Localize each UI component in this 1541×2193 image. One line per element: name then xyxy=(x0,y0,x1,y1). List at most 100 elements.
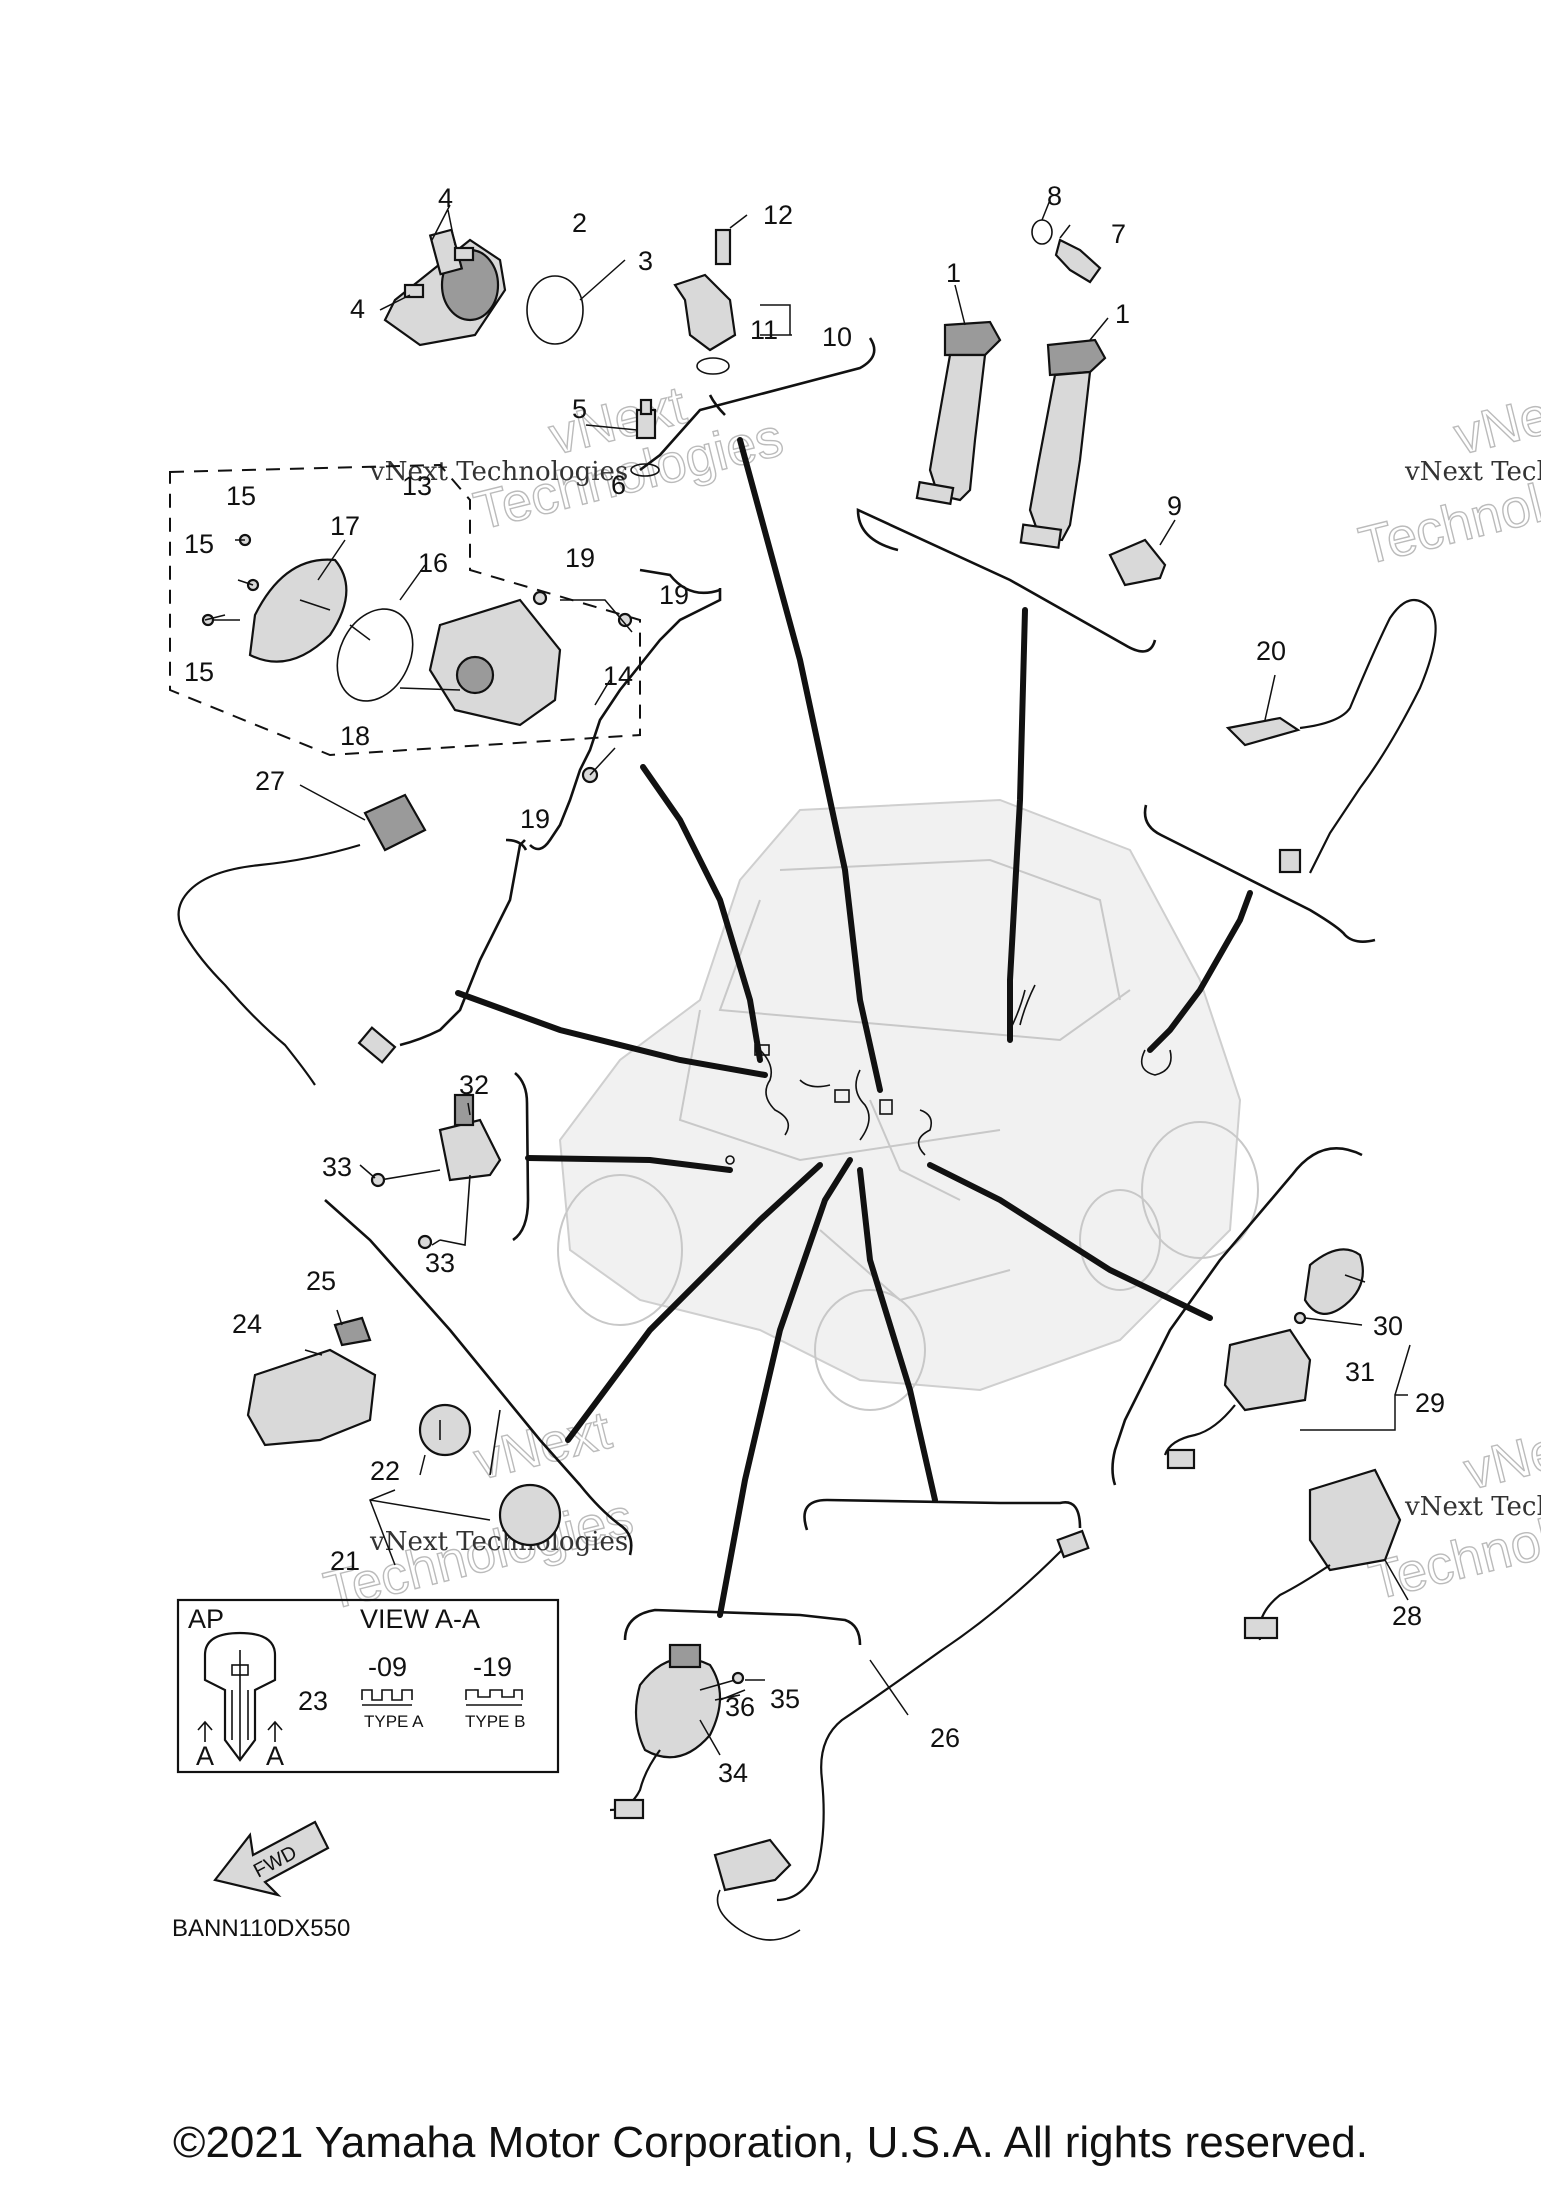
part-numbers: 1 1 2 3 4 4 5 6 7 8 9 10 11 12 13 14 15 … xyxy=(184,181,1445,1788)
type-b-profile xyxy=(465,1689,523,1706)
type-a-label: TYPE A xyxy=(364,1712,424,1731)
part-label-28: 28 xyxy=(1392,1601,1422,1631)
part-cam-sensor-10[interactable] xyxy=(673,228,737,375)
part-sensor-2[interactable] xyxy=(383,228,584,347)
watermark-small-4: vNext Technologies xyxy=(1404,1492,1541,1522)
watermark-large-5: vNext xyxy=(468,1400,616,1492)
part-relay-32[interactable] xyxy=(370,1093,502,1250)
inset-tag: AP xyxy=(188,1604,224,1634)
part-label-22: 22 xyxy=(370,1456,400,1486)
line-coils xyxy=(1007,607,1028,1043)
bracket-o2-right xyxy=(1143,804,1376,943)
line-34 xyxy=(717,1157,853,1618)
part-sensor-34[interactable] xyxy=(609,1643,745,1820)
part-label-9: 9 xyxy=(1167,491,1182,521)
part-label-19: 19 xyxy=(520,804,550,834)
line-27 xyxy=(455,990,768,1078)
part-label-1: 1 xyxy=(1115,299,1130,329)
diagram-code: BANN110DX550 xyxy=(172,1915,350,1942)
part-main-switch-24[interactable] xyxy=(246,1316,377,1447)
group-brackets xyxy=(324,337,1376,1646)
part-o2-sensor-20[interactable] xyxy=(1225,598,1437,874)
type-b-label: TYPE B xyxy=(465,1712,525,1731)
part-label-15: 15 xyxy=(184,657,214,687)
part-label-15: 15 xyxy=(184,529,214,559)
part-regulator-29[interactable] xyxy=(1163,1248,1364,1470)
key-inset-box: AP VIEW A-A -09 -19 A A TYPE A TYPE B xyxy=(176,1598,560,1774)
part-label-30: 30 xyxy=(1373,1311,1403,1341)
part-label-5: 5 xyxy=(572,394,587,424)
inset-view-title: VIEW A-A xyxy=(360,1604,480,1634)
part-label-3: 3 xyxy=(638,246,653,276)
line-29 xyxy=(927,1162,1213,1321)
part-key-cylinder-21[interactable] xyxy=(418,1403,562,1547)
key-icon xyxy=(203,1631,277,1762)
bracket-left-top xyxy=(639,568,721,595)
bracket-key xyxy=(324,1199,633,1556)
bracket-left-27 xyxy=(399,839,526,1047)
part-label-36: 36 xyxy=(725,1692,755,1722)
part-label-32: 32 xyxy=(459,1070,489,1100)
part-ignition-coil-1b[interactable] xyxy=(1019,338,1107,549)
bracket-relay-32 xyxy=(512,1072,530,1242)
bracket-26 xyxy=(803,1498,1082,1531)
part-label-1: 1 xyxy=(946,258,961,288)
part-rectifier-28[interactable] xyxy=(1243,1468,1402,1641)
part-label-33: 33 xyxy=(425,1248,455,1278)
watermark-large-7: vNext xyxy=(1458,1410,1541,1502)
part-label-29: 29 xyxy=(1415,1388,1445,1418)
watermark-small-1: vNext Technologies xyxy=(369,457,628,487)
part-label-19: 19 xyxy=(565,543,595,573)
bracket-right-29 xyxy=(1111,1147,1363,1486)
inset-variant-b: -19 xyxy=(473,1652,512,1682)
part-label-7: 7 xyxy=(1111,219,1126,249)
part-label-23: 23 xyxy=(298,1686,328,1716)
type-a-profile xyxy=(361,1689,413,1706)
part-label-8: 8 xyxy=(1047,181,1062,211)
bracket-coils xyxy=(856,507,1157,653)
section-mark-left: A xyxy=(196,1741,214,1771)
part-sensor-5[interactable] xyxy=(630,398,660,477)
part-label-4: 4 xyxy=(438,183,453,213)
part-label-16: 16 xyxy=(418,548,448,578)
part-label-35: 35 xyxy=(770,1684,800,1714)
inset-variant-a: -09 xyxy=(368,1652,407,1682)
watermark-small-2: vNext Technologies xyxy=(1404,457,1541,487)
part-speed-sensor-26[interactable] xyxy=(713,1529,1090,1941)
part-label-20: 20 xyxy=(1256,636,1286,666)
part-label-34: 34 xyxy=(718,1758,748,1788)
part-sensor-27[interactable] xyxy=(177,793,427,1086)
section-mark-right: A xyxy=(266,1741,284,1771)
part-ignition-coil-1a[interactable] xyxy=(915,320,1002,506)
part-label-18: 18 xyxy=(340,721,370,751)
copyright-notice: ©2021 Yamaha Motor Corporation, U.S.A. A… xyxy=(173,2118,1368,2167)
part-label-13: 13 xyxy=(402,471,432,501)
part-label-11: 11 xyxy=(750,315,778,345)
part-label-24: 24 xyxy=(232,1309,262,1339)
part-label-10: 10 xyxy=(822,322,852,352)
fwd-arrow: FWD xyxy=(213,1820,330,1897)
bracket-top-center xyxy=(639,337,876,472)
part-label-27: 27 xyxy=(255,766,285,796)
watermark-large-3: vNext xyxy=(1448,375,1541,467)
leader-lines xyxy=(204,199,1411,1756)
line-left-top xyxy=(640,764,763,1063)
part-sensor-9[interactable] xyxy=(1108,538,1167,587)
part-label-19: 19 xyxy=(659,580,689,610)
part-label-21: 21 xyxy=(330,1546,360,1576)
connector-lines xyxy=(455,437,1253,1618)
part-label-31: 31 xyxy=(1345,1357,1375,1387)
part-label-4: 4 xyxy=(350,294,365,324)
part-label-2: 2 xyxy=(572,208,587,238)
line-26 xyxy=(857,1167,938,1503)
part-assembly-13[interactable] xyxy=(169,463,641,784)
part-label-25: 25 xyxy=(306,1266,336,1296)
watermark-small-3: vNext Technologies xyxy=(369,1527,628,1557)
part-label-12: 12 xyxy=(763,200,793,230)
line-o2-right xyxy=(1147,890,1253,1053)
line-32 xyxy=(525,1155,733,1173)
part-label-26: 26 xyxy=(930,1723,960,1753)
part-label-14: 14 xyxy=(603,661,633,691)
line-key xyxy=(565,1162,823,1443)
